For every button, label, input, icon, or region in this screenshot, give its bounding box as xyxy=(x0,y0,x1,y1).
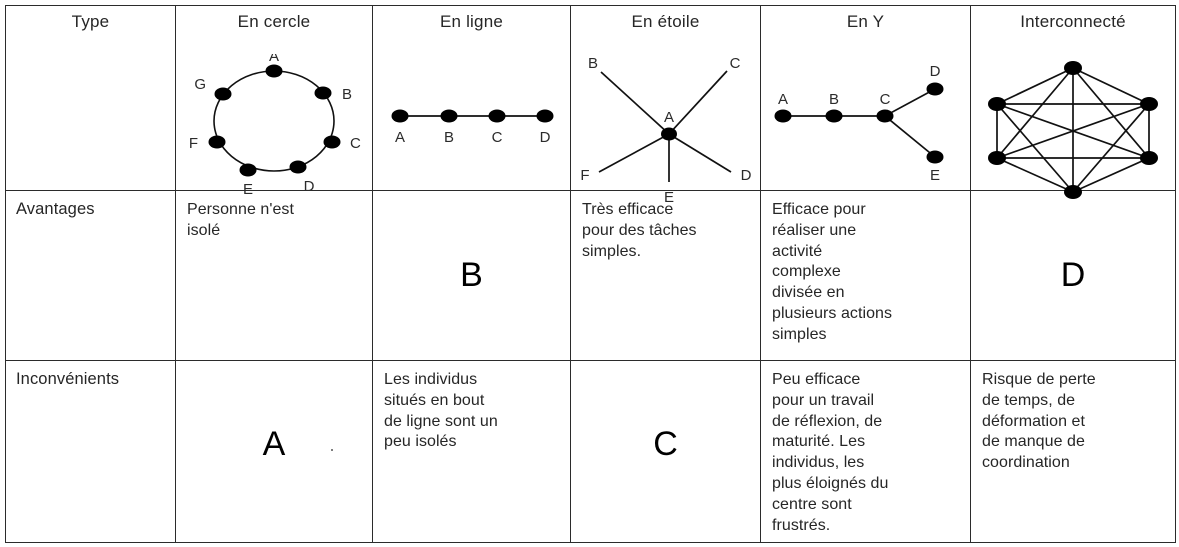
row-header-inconvenients: Inconvénients xyxy=(5,360,176,543)
cell-inconvenients-en-etoile: C xyxy=(570,360,761,543)
cell-inconvenients-interconnecte: Risque de perte de temps, de déformation… xyxy=(970,360,1176,543)
header-cell-en-cercle: En cercle A xyxy=(175,5,373,198)
cell-text: Efficace pour réaliser une activité comp… xyxy=(772,201,893,343)
table-row-avantages: Avantages Personne n'est isolé B Très ef… xyxy=(5,190,1176,361)
cell-text: Les individus situés en bout de ligne so… xyxy=(384,371,498,451)
svg-text:G: G xyxy=(194,76,206,93)
cell-avantages-en-cercle: Personne n'est isolé xyxy=(175,190,373,361)
svg-text:C: C xyxy=(350,135,361,152)
cell-text: Peu efficace pour un travail de réflexio… xyxy=(772,371,889,534)
svg-text:F: F xyxy=(580,167,589,184)
column-header-interconnecte: Interconnecté xyxy=(1020,12,1126,31)
svg-text:D: D xyxy=(741,167,752,184)
header-cell-type: Type xyxy=(5,5,176,191)
table-header-row: Type En cercle xyxy=(5,5,1176,204)
svg-text:D: D xyxy=(540,129,551,146)
communication-network-table: Type En cercle xyxy=(5,5,1176,543)
svg-text:B: B xyxy=(342,86,352,103)
header-cell-en-y: En Y A B C xyxy=(760,5,971,191)
column-header-en-cercle: En cercle xyxy=(237,12,311,31)
answer-marker-d: D xyxy=(1060,256,1086,294)
ink-speck xyxy=(331,449,333,451)
column-header-en-etoile: En étoile xyxy=(631,12,700,31)
answer-marker-c: C xyxy=(653,425,678,463)
cell-avantages-interconnecte: D xyxy=(970,190,1176,361)
svg-text:C: C xyxy=(880,91,891,108)
cell-inconvenients-en-ligne: Les individus situés en bout de ligne so… xyxy=(372,360,571,543)
column-header-type: Type xyxy=(71,12,110,31)
diagram-en-ligne: A B C D xyxy=(373,32,570,216)
svg-text:D: D xyxy=(304,178,315,195)
header-cell-en-ligne: En ligne A B C D xyxy=(372,5,571,191)
svg-text:B: B xyxy=(829,91,839,108)
svg-text:A: A xyxy=(395,129,405,146)
header-cell-en-etoile: En étoile B C A xyxy=(570,5,761,204)
cell-avantages-en-etoile: Très efficace pour des tâches simples. xyxy=(570,190,761,361)
svg-text:F: F xyxy=(189,135,198,152)
row-label-avantages: Avantages xyxy=(16,200,95,218)
cell-inconvenients-en-cercle: A xyxy=(175,360,373,543)
svg-text:E: E xyxy=(930,167,940,184)
header-cell-interconnecte: Interconnecté xyxy=(970,5,1176,199)
svg-text:C: C xyxy=(492,129,503,146)
svg-text:B: B xyxy=(588,55,598,72)
column-header-en-y: En Y xyxy=(846,12,885,31)
svg-text:B: B xyxy=(444,129,454,146)
cell-text: Risque de perte de temps, de déformation… xyxy=(982,371,1096,472)
answer-marker-a: A xyxy=(262,425,286,463)
svg-text:E: E xyxy=(243,181,253,198)
cell-inconvenients-en-y: Peu efficace pour un travail de réflexio… xyxy=(760,360,971,543)
column-header-en-ligne: En ligne xyxy=(439,12,504,31)
table-row-inconvenients: Inconvénients A Les individus situés en … xyxy=(5,360,1176,543)
cell-text: Personne n'est isolé xyxy=(187,201,294,239)
svg-text:A: A xyxy=(778,91,788,108)
cell-text: Très efficace pour des tâches simples. xyxy=(582,201,697,260)
answer-marker-b: B xyxy=(460,256,483,294)
svg-text:D: D xyxy=(930,63,941,80)
row-label-inconvenients: Inconvénients xyxy=(16,370,120,388)
diagram-interconnecte xyxy=(971,32,1175,216)
diagram-en-etoile: B C A D E F xyxy=(571,32,760,216)
svg-text:C: C xyxy=(730,55,741,72)
svg-text:A: A xyxy=(664,109,674,126)
svg-text:E: E xyxy=(664,189,674,204)
cell-avantages-en-ligne: B xyxy=(372,190,571,361)
svg-text:A: A xyxy=(269,54,279,65)
cell-avantages-en-y: Efficace pour réaliser une activité comp… xyxy=(760,190,971,361)
row-header-avantages: Avantages xyxy=(5,190,176,361)
diagram-en-cercle: A B C D E F G xyxy=(176,32,372,216)
diagram-en-y: A B C D E xyxy=(761,32,970,216)
